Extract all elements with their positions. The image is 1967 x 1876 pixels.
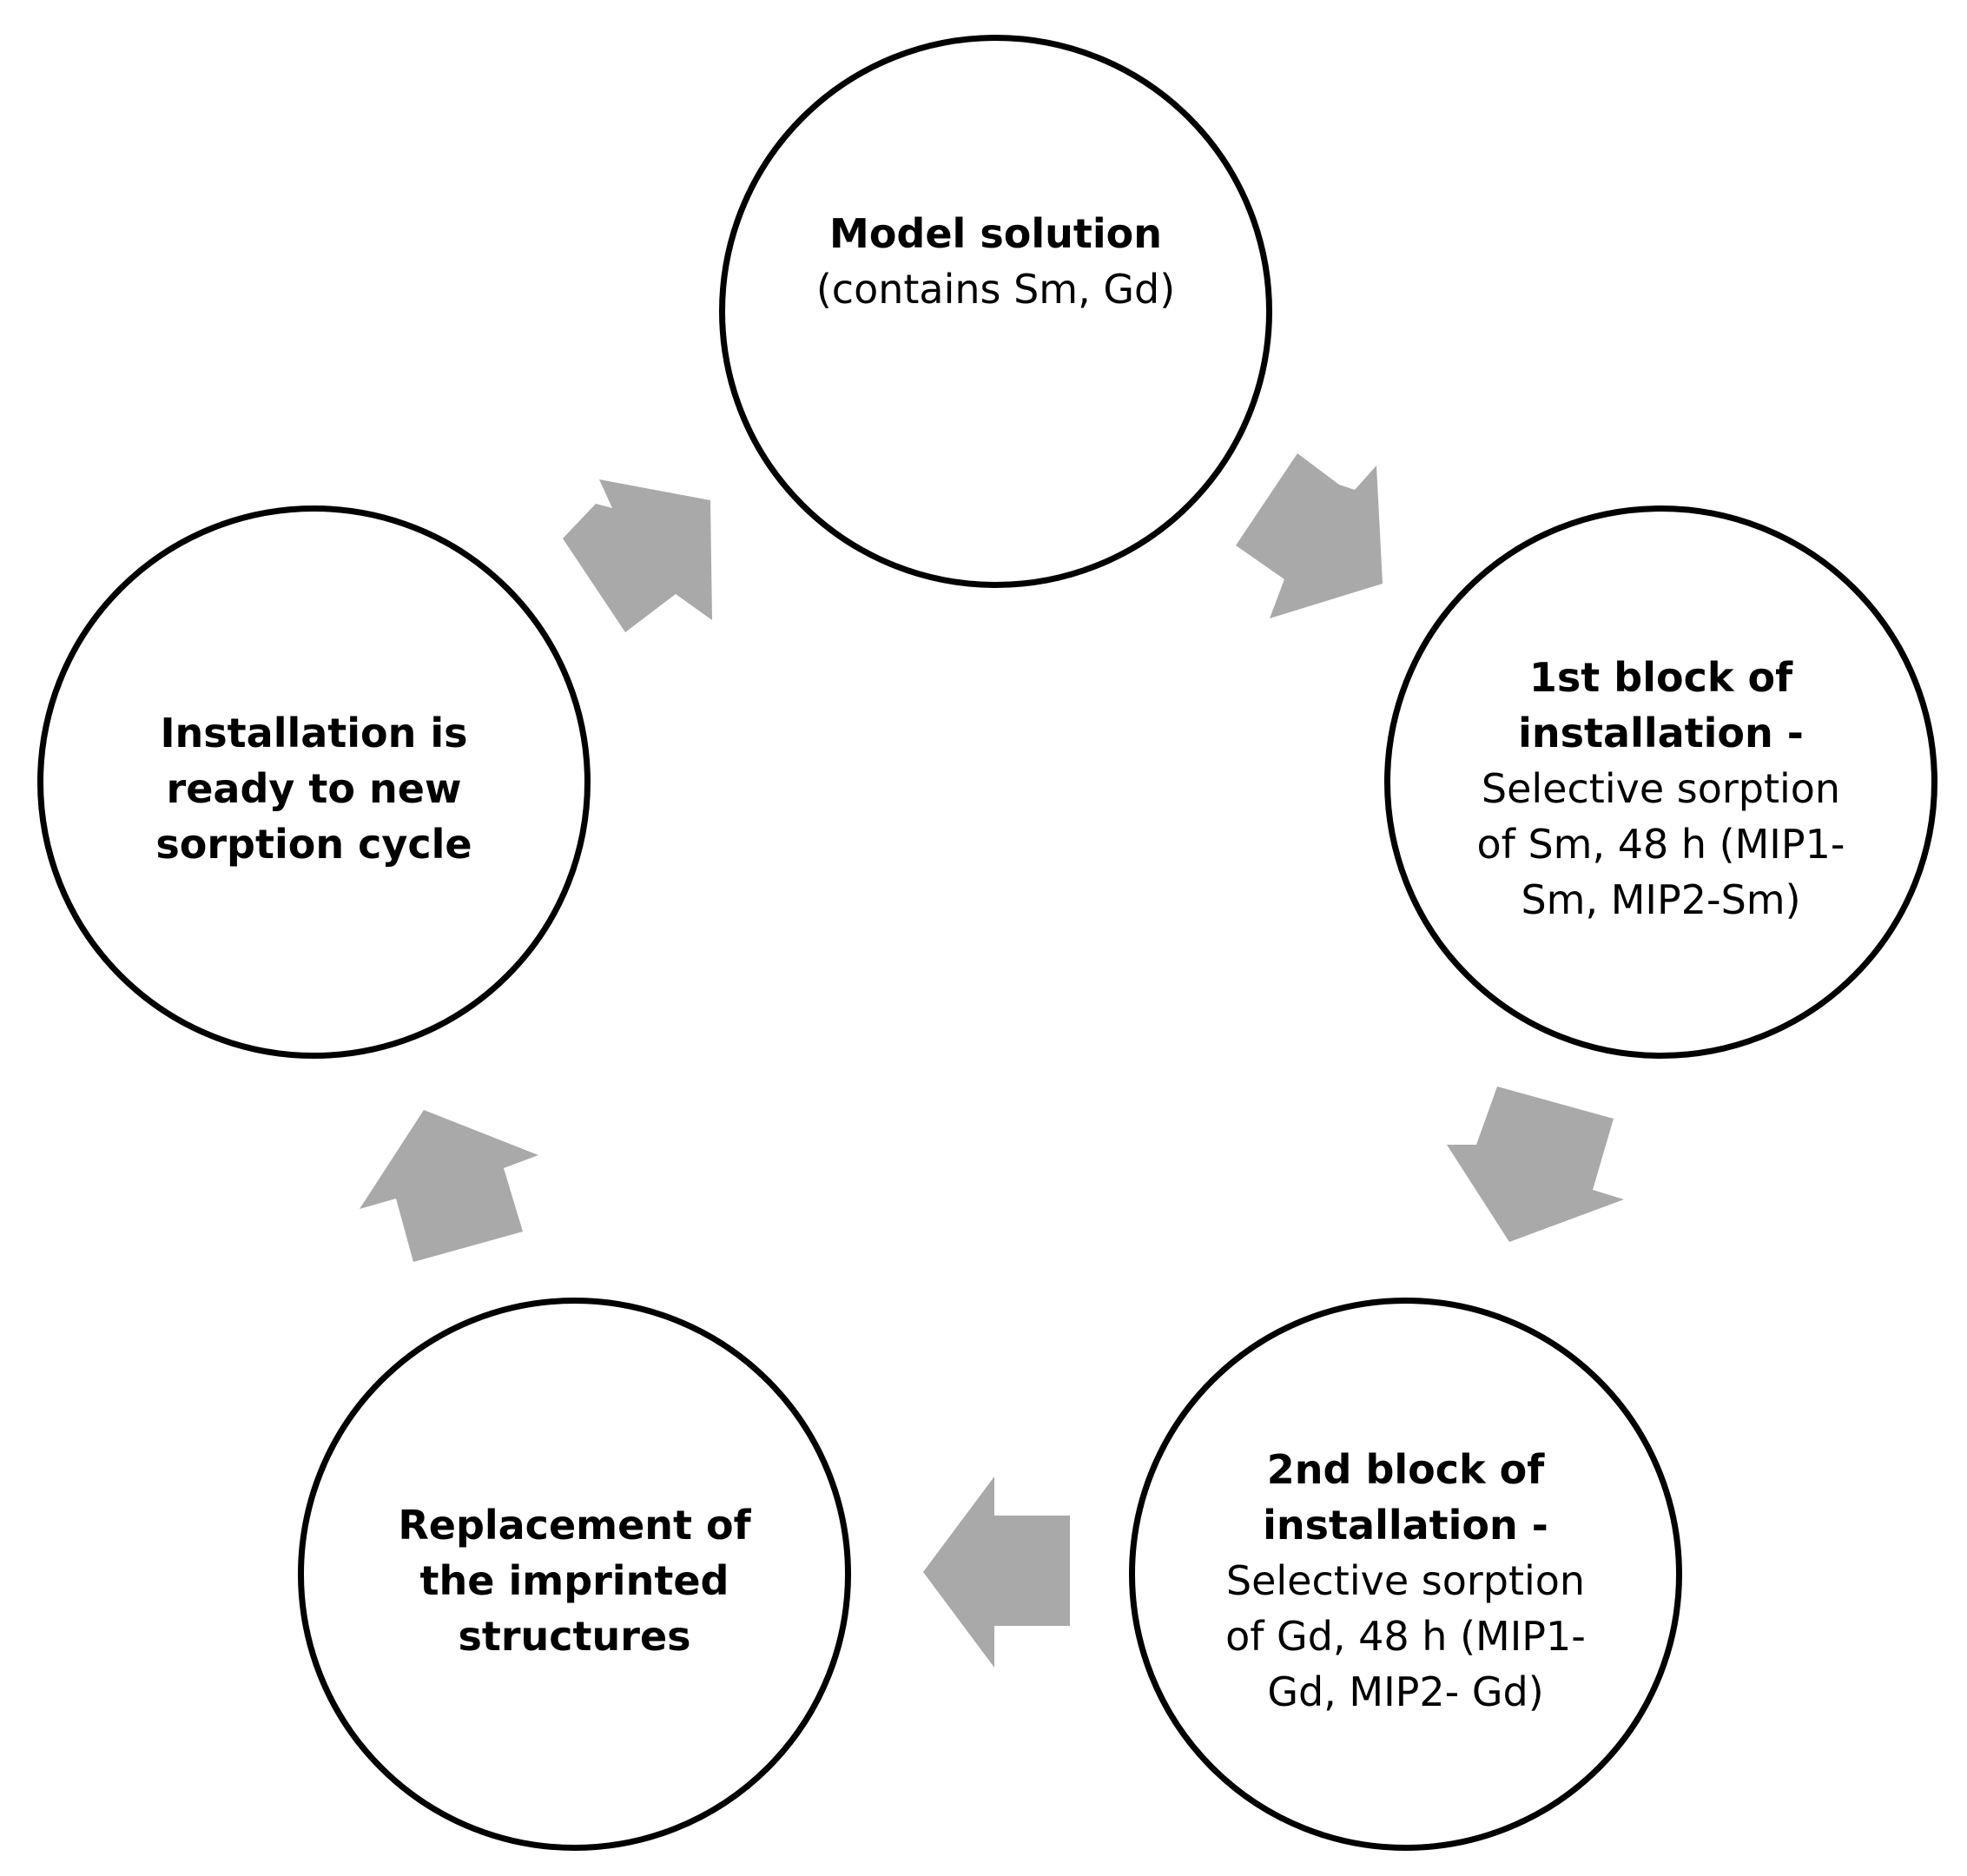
node-first-block-text: 1st block of installation - Selective so… [1466,650,1857,928]
node-second-block-detail: Selective sorption of Gd, 48 h (MIP1-Gd,… [1225,1557,1586,1715]
node-second-block-title: 2nd block of installation - [1263,1446,1548,1549]
node-ready-text: Installation is ready to new sorption cy… [110,705,518,872]
node-second-block-text: 2nd block of installation - Selective so… [1202,1442,1610,1720]
node-model-solution-text: Model solution (contains Sm, Gd) [792,206,1200,317]
node-first-block-detail: Selective sorption of Sm, 48 h (MIP1-Sm,… [1476,765,1845,923]
node-replacement-text: Replacement of the imprinted structures [371,1497,779,1664]
node-model-solution-title: Model solution [829,210,1162,257]
arrow-block2-to-replace [923,1476,1070,1668]
node-model-solution-detail: (contains Sm, Gd) [815,266,1176,313]
arrow-block1-to-block2 [1447,1087,1624,1242]
node-model-solution: Model solution (contains Sm, Gd) [719,35,1272,588]
node-replacement: Replacement of the imprinted structures [298,1298,851,1851]
node-first-block-title: 1st block of installation - [1518,654,1804,756]
node-replacement-title: Replacement of the imprinted structures [398,1502,751,1660]
arrow-ready-to-model [563,479,712,632]
arrow-model-to-block1 [1236,453,1383,618]
node-ready-title: Installation is ready to new sorption cy… [155,710,472,868]
node-first-block: 1st block of installation - Selective so… [1384,505,1937,1059]
node-ready: Installation is ready to new sorption cy… [37,505,591,1059]
node-second-block: 2nd block of installation - Selective so… [1129,1298,1682,1851]
arrow-replace-to-ready [360,1110,538,1262]
